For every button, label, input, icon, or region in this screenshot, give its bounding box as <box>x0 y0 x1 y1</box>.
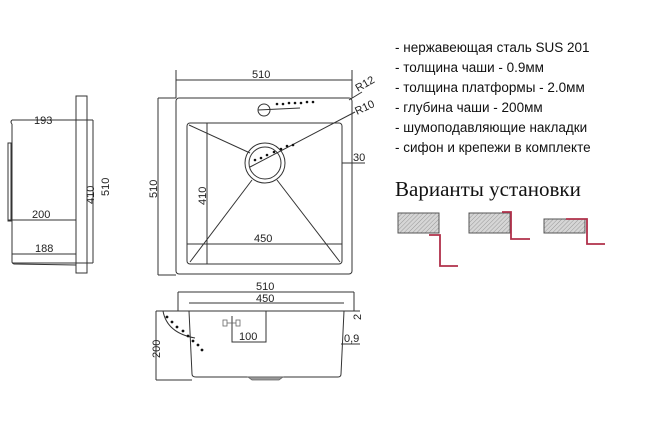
spec-item: - толщина чаши - 0.9мм <box>395 60 544 75</box>
dim-510: 510 <box>100 178 112 196</box>
radius-r10: R10 <box>353 98 376 117</box>
dim-510-top: 510 <box>252 69 270 81</box>
spec-item: - сифон и крепежи в комплекте <box>395 140 591 155</box>
spec-list: - нержавеющая сталь SUS 201 - толщина ча… <box>395 40 591 155</box>
dim-188: 188 <box>35 243 53 255</box>
dim-450-section: 450 <box>256 293 274 305</box>
dim-200-depth: 200 <box>151 340 163 358</box>
dim-450: 450 <box>254 233 272 245</box>
dim-30: 30 <box>353 152 365 164</box>
dim-510-side: 510 <box>148 180 160 198</box>
radius-r12: R12 <box>354 74 377 94</box>
install-option-top-mount <box>543 218 605 245</box>
spec-item: - нержавеющая сталь SUS 201 <box>395 40 590 55</box>
spec-item: - шумоподавляющие накладки <box>395 120 587 135</box>
radius-dots <box>253 143 295 162</box>
top-view: 510 510 R12 R10 30 410 450 <box>148 69 377 276</box>
spec-item: - глубина чаши - 200мм <box>395 100 543 115</box>
side-view: 193 200 188 410 510 <box>7 95 112 274</box>
overflow-icon <box>222 319 241 327</box>
install-title: Варианты установки <box>395 177 581 201</box>
dim-410-bowl: 410 <box>197 187 209 205</box>
section-view: 510 450 200 100 0,9 2 <box>151 281 364 381</box>
install-option-undermount <box>397 212 458 267</box>
dim-410: 410 <box>85 186 97 204</box>
dim-200: 200 <box>32 209 50 221</box>
dim-193: 193 <box>34 115 52 127</box>
dim-2: 2 <box>352 314 364 320</box>
install-option-flush <box>468 211 530 240</box>
dim-100: 100 <box>239 331 257 343</box>
dim-510-section: 510 <box>256 281 274 293</box>
dim-0-9: 0,9 <box>344 333 359 345</box>
spec-item: - толщина платформы - 2.0мм <box>395 80 585 95</box>
